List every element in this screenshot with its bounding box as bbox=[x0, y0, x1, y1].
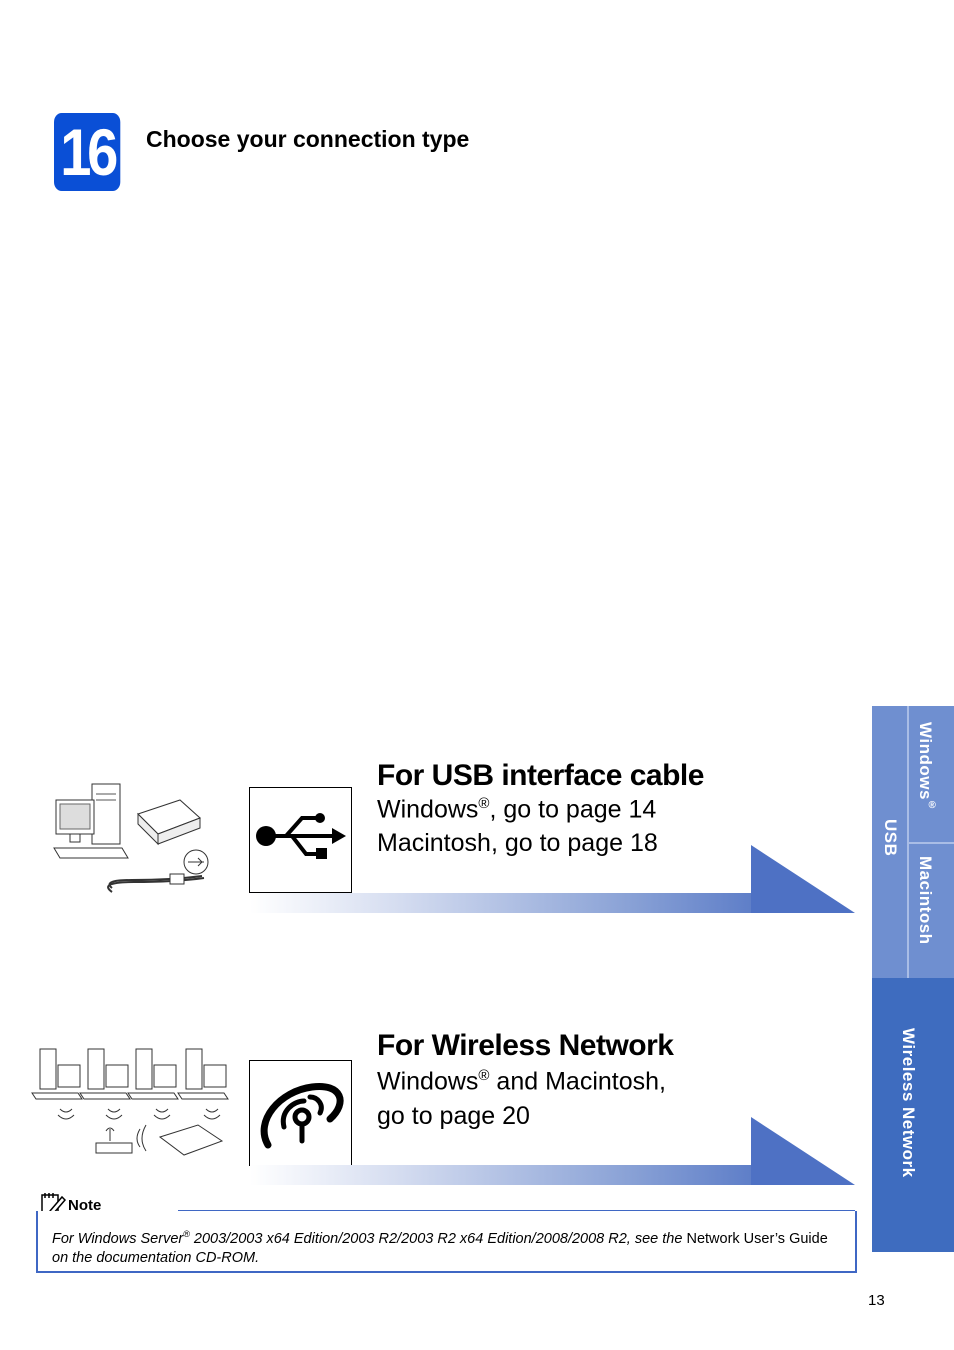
wireless-title: For Wireless Network bbox=[377, 1029, 674, 1062]
sidebar-divider bbox=[907, 842, 954, 844]
note-box: For Windows Server® 2003/2003 x64 Editio… bbox=[36, 1211, 857, 1273]
computer-printer-usb-illustration bbox=[53, 783, 209, 893]
sidebar-tab-macintosh[interactable]: Macintosh bbox=[916, 856, 935, 945]
usb-section: For USB interface cable Windows®, go to … bbox=[0, 759, 860, 968]
sidebar-tab-usb[interactable]: USB bbox=[881, 819, 900, 857]
wireless-arrow bbox=[751, 1117, 855, 1185]
usb-band bbox=[250, 893, 753, 913]
note-label: Note bbox=[68, 1197, 102, 1214]
sidebar-tab-wireless[interactable]: Wireless Network bbox=[899, 1028, 918, 1178]
page-number: 13 bbox=[868, 1292, 885, 1309]
sidebar-usb-section: USB Windows® Macintosh bbox=[872, 706, 954, 978]
wireless-band bbox=[250, 1165, 753, 1185]
usb-icon-box bbox=[249, 787, 352, 893]
step-number: 16 bbox=[54, 113, 121, 191]
wireless-icon-box bbox=[249, 1060, 352, 1166]
wireless-windows-line: Windows® and Macintosh, bbox=[377, 1067, 666, 1096]
usb-icon bbox=[256, 813, 346, 859]
wireless-icon bbox=[260, 1083, 344, 1149]
wireless-page-line: go to page 20 bbox=[377, 1102, 530, 1130]
wireless-network-illustration bbox=[31, 1048, 229, 1156]
wireless-section: For Wireless Network Windows® and Macint… bbox=[0, 1029, 860, 1230]
sidebar-tab-windows[interactable]: Windows® bbox=[916, 722, 938, 812]
usb-macintosh-line: Macintosh, go to page 18 bbox=[377, 829, 658, 857]
sidebar-wireless-section: Wireless Network bbox=[872, 978, 954, 1252]
step-title: Choose your connection type bbox=[146, 126, 470, 152]
note-text: For Windows Server® 2003/2003 x64 Editio… bbox=[52, 1229, 828, 1266]
usb-arrow bbox=[751, 845, 855, 913]
usb-title: For USB interface cable bbox=[377, 759, 704, 792]
usb-windows-line: Windows®, go to page 14 bbox=[377, 795, 657, 824]
note-header: Note bbox=[38, 1190, 178, 1217]
